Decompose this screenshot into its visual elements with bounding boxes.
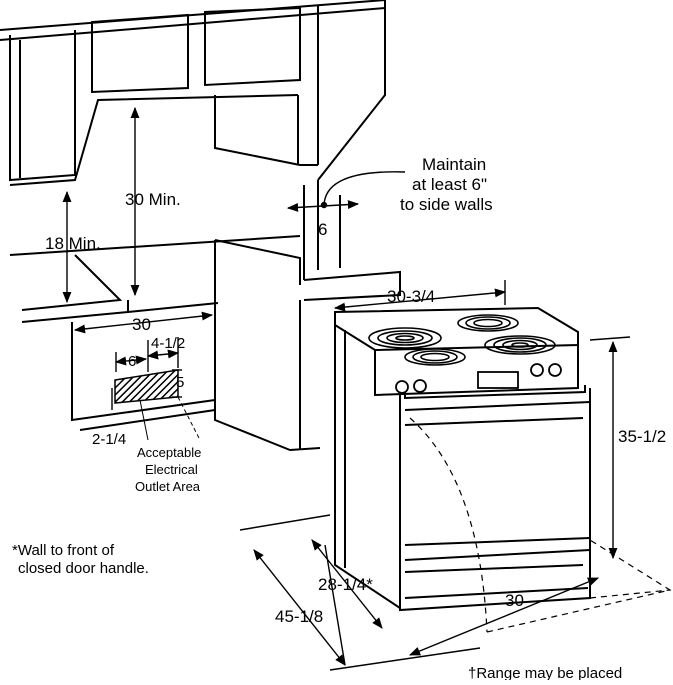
knob-1-icon[interactable] xyxy=(395,380,409,394)
label-outlet-offset: 4-1/2 xyxy=(151,335,185,352)
label-range-depth: 28-1/4* xyxy=(318,575,373,594)
label-cabinet-clearance: 30 Min. xyxy=(125,190,181,209)
outlet-area-line-1: Acceptable xyxy=(137,445,201,460)
burner-back-right-icon xyxy=(457,314,519,332)
knob-2-icon[interactable] xyxy=(413,379,427,393)
label-counter-height: 18 Min. xyxy=(45,234,101,253)
outlet-area-line-3: Outlet Area xyxy=(135,479,201,494)
side-wall xyxy=(299,185,401,450)
outlet-area xyxy=(114,369,201,441)
labels: 30 Min. 18 Min. 6 Maintain at least 6" t… xyxy=(12,155,666,682)
label-total-depth: 45-1/8 xyxy=(275,607,323,626)
footnote-line-2: closed door handle. xyxy=(18,560,149,577)
label-range-height: 35-1/2 xyxy=(618,427,666,446)
door-swing xyxy=(409,417,672,633)
burners xyxy=(368,314,556,366)
label-range-width-front: 30 xyxy=(505,591,524,610)
upper-cabinets xyxy=(0,0,386,270)
burner-front-right-icon xyxy=(484,335,556,355)
burner-front-left-icon xyxy=(404,348,466,366)
display-window xyxy=(477,371,519,389)
callout-line-2: at least 6" xyxy=(412,175,487,194)
callout-line-3: to side walls xyxy=(400,195,493,214)
range-body xyxy=(334,306,591,612)
footnote-line-1: *Wall to front of xyxy=(12,542,115,559)
burner-back-left-icon xyxy=(368,327,442,349)
cutoff-note: †Range may be placed xyxy=(468,665,622,680)
callout-line-1: Maintain xyxy=(422,155,486,174)
outlet-hatched-region xyxy=(114,369,179,404)
knob-3-icon[interactable] xyxy=(530,363,544,377)
label-range-width-top: 30-3/4 xyxy=(387,287,435,306)
label-side-gap: 6 xyxy=(318,220,327,239)
knob-4-icon[interactable] xyxy=(548,363,562,377)
label-outlet-height: 5 xyxy=(176,374,184,391)
control-panel xyxy=(395,363,562,394)
label-cutout-width: 30 xyxy=(132,315,151,334)
label-outlet-width: 6 xyxy=(128,353,136,370)
label-outlet-from-floor: 2-1/4 xyxy=(92,431,126,448)
dimension-lines xyxy=(62,106,631,666)
outlet-area-line-2: Electrical xyxy=(145,462,198,477)
